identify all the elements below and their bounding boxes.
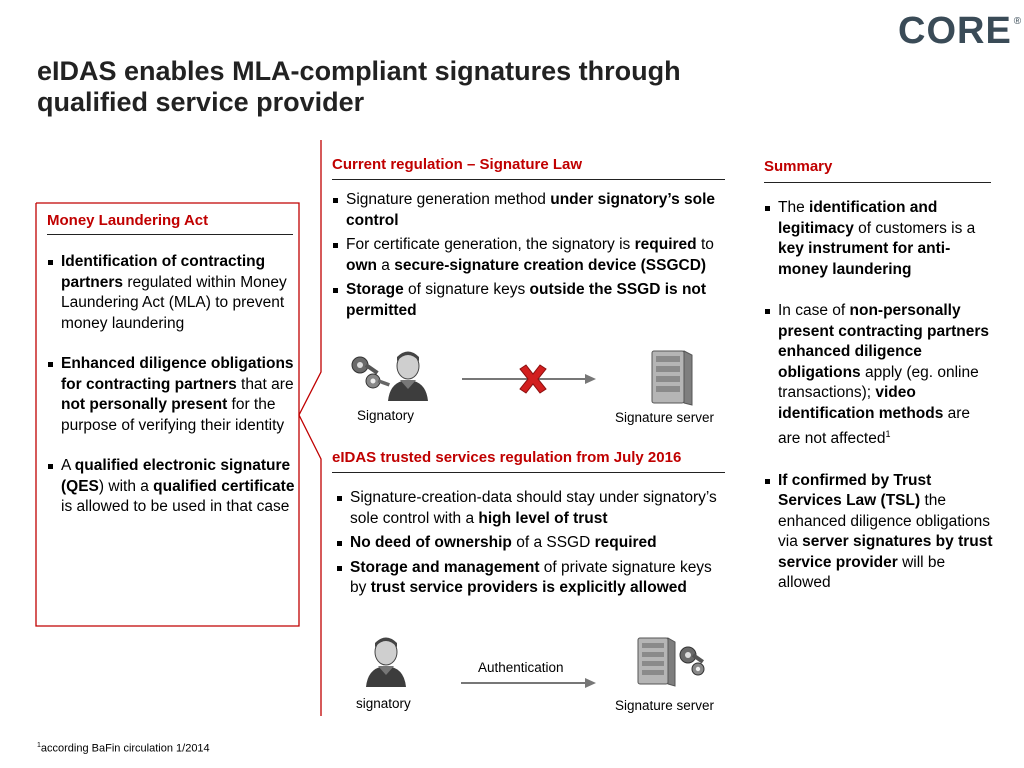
bullet-text: are are not affected [778, 404, 971, 448]
signatory-label: Signatory [357, 408, 415, 423]
current-regulation-list: Signature generation method under signat… [332, 190, 728, 321]
bullet-text: In case of [778, 302, 850, 319]
keys-icon [679, 646, 705, 676]
bullet-text: required [594, 534, 657, 551]
signatory-label: signatory [356, 696, 411, 711]
current-regulation-panel: Current regulation – Signature Law Signa… [332, 156, 728, 325]
bullet-text: a [377, 256, 395, 274]
bullet-text: of customers is a [853, 219, 976, 237]
arrow-right-icon [462, 374, 596, 384]
summary-panel: Summary The identification and legitimac… [764, 158, 994, 615]
list-item: No deed of ownership of a SSGD required [336, 533, 728, 554]
signature-server-label: Signature server [615, 410, 715, 425]
bullet-text: high level of trust [478, 509, 608, 527]
bullet-text: of a SSGD [511, 534, 595, 551]
list-item: Signature generation method under signat… [332, 190, 728, 231]
list-item: If confirmed by Trust Services Law (TSL)… [764, 471, 994, 594]
signature-server-label: Signature server [615, 698, 715, 713]
bullet-text: qualified electronic signature (QES [61, 457, 291, 495]
slide-title: eIDAS enables MLA-compliant signatures t… [37, 56, 681, 117]
bullet-text: The [778, 199, 810, 216]
eidas-rule [332, 472, 725, 473]
bullet-text: for the purpose of verifying their ident… [61, 396, 285, 434]
bullet-text: to [696, 236, 714, 253]
summary-list: The identification and legitimacy of cus… [764, 198, 994, 594]
keys-icon [351, 356, 390, 389]
person-icon [366, 637, 406, 687]
footnote-text: according BaFin circulation 1/2014 [40, 742, 210, 755]
middle-bracket-line [298, 140, 322, 716]
bullet-text: trust service providers is explicitly al… [370, 579, 687, 596]
list-item: Storage and management of private signat… [336, 558, 728, 599]
red-x-icon [519, 364, 547, 394]
core-logo: CORE® [898, 10, 1023, 52]
bullet-text: outside the SSGD is not permitted [346, 281, 707, 319]
bullet-text: ) with a [98, 477, 154, 495]
server-icon [651, 350, 693, 406]
bullet-text: Signature-creation-data should stay unde… [350, 489, 717, 527]
money-laundering-rule [47, 234, 293, 235]
current-regulation-rule [332, 179, 725, 180]
bullet-text: For certificate generation, the signator… [346, 236, 635, 253]
bullet-text: own [346, 256, 377, 274]
left-box-border [35, 202, 300, 627]
bullet-text: Signature generation method [346, 191, 551, 208]
person-icon [388, 351, 428, 401]
bullet-text: video identification methods [778, 384, 944, 422]
summary-rule [764, 182, 991, 183]
current-regulation-heading: Current regulation – Signature Law [332, 156, 583, 173]
bullet-text: Enhanced diligence obligations for contr… [61, 355, 294, 393]
bullet-text: qualified certificate [153, 477, 295, 495]
money-laundering-heading: Money Laundering Act [47, 212, 209, 229]
current-regulation-diagram [351, 350, 693, 406]
bullet-text: key instrument for anti-money laundering [778, 240, 951, 278]
footnote-ref: 1 [885, 429, 891, 439]
bullet-text: No deed of ownership [350, 534, 512, 551]
list-item: Enhanced diligence obligations for contr… [47, 354, 297, 436]
list-item: Storage of signature keys outside the SS… [332, 280, 728, 321]
eidas-heading: eIDAS trusted services regulation from J… [332, 449, 682, 466]
bullet-text: Storage [346, 281, 404, 298]
money-laundering-panel: Money Laundering Act Identification of c… [47, 212, 297, 538]
eidas-panel: eIDAS trusted services regulation from J… [332, 449, 728, 603]
footnote: 1according BaFin circulation 1/2014 [37, 742, 210, 755]
arrow-right-icon [461, 678, 596, 688]
list-item: Identification of contracting partners r… [47, 252, 297, 334]
bullet-text: under signatory’s sole control [346, 191, 716, 229]
summary-heading: Summary [764, 158, 833, 175]
bullet-text: regulated within Money Laundering Act (M… [61, 273, 287, 332]
bullet-text: non-personally present contracting partn… [778, 302, 990, 381]
authentication-label: Authentication [478, 660, 564, 675]
bullet-text: not personally present [61, 396, 228, 413]
eidas-diagram [366, 637, 705, 688]
bullet-text: of private signature keys by [350, 558, 712, 597]
bullet-text: Identification of contracting partners [61, 253, 266, 291]
bullet-text: is allowed to be used in that case [61, 498, 290, 515]
list-item: Signature-creation-data should stay unde… [336, 488, 728, 529]
bullet-text: apply (eg. online transactions); [778, 363, 979, 402]
bullet-text: Storage and management [350, 558, 540, 576]
list-item: For certificate generation, the signator… [332, 235, 728, 276]
bullet-text: secure-signature creation device (SSGCD) [394, 256, 707, 274]
bullet-text: server signatures by trust service provi… [778, 533, 993, 571]
bullet-text: of signature keys [403, 281, 530, 298]
bullet-text: identification and legitimacy [778, 199, 938, 237]
server-icon [637, 637, 676, 687]
footnote-marker: 1 [37, 742, 41, 749]
list-item: A qualified electronic signature (QES) w… [47, 456, 297, 518]
money-laundering-list: Identification of contracting partners r… [47, 252, 297, 518]
bullet-text: that are [236, 375, 294, 393]
bullet-text: will be allowed [778, 553, 946, 592]
bullet-text: A [61, 457, 75, 474]
bullet-text: If confirmed by Trust Services Law (TSL) [778, 471, 932, 510]
list-item: In case of non-personally present contra… [764, 301, 994, 450]
list-item: The identification and legitimacy of cus… [764, 198, 994, 280]
bullet-text: the enhanced diligence obligations via [778, 492, 990, 551]
eidas-list: Signature-creation-data should stay unde… [336, 488, 728, 599]
bullet-text: required [634, 236, 697, 253]
